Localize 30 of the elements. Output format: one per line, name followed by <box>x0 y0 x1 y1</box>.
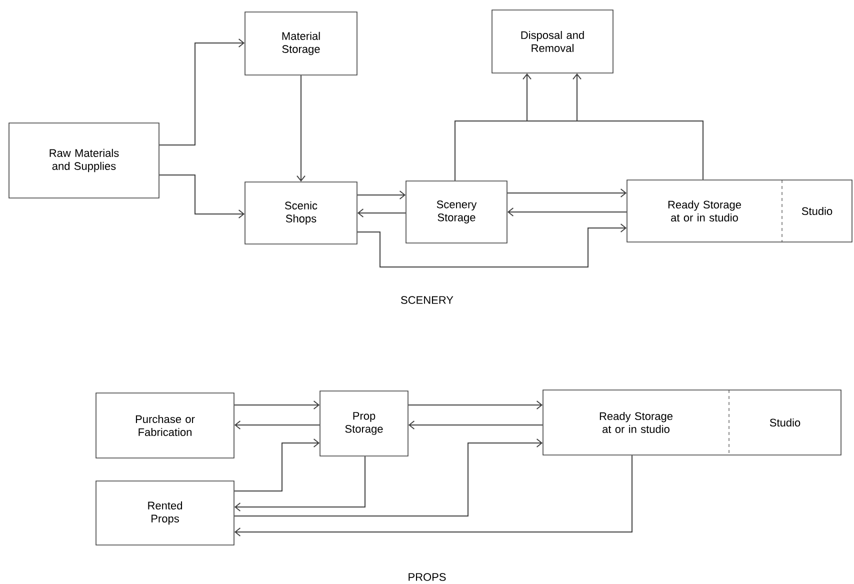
arrow <box>234 454 632 536</box>
arrow <box>506 188 627 198</box>
process-box: Disposal and Removal <box>492 10 614 74</box>
arrow <box>234 438 543 516</box>
process-box: Scenic Shops <box>244 182 358 244</box>
arrow <box>357 208 406 218</box>
arrow <box>158 174 245 218</box>
arrow <box>454 73 582 182</box>
process-box: Raw Materials and Supplies <box>8 122 160 198</box>
arrow <box>234 420 320 430</box>
arrow <box>234 456 366 512</box>
process-box: Material Storage <box>244 12 358 76</box>
arrow <box>158 38 245 146</box>
arrow <box>296 74 306 182</box>
arrow <box>356 224 627 268</box>
arrow <box>356 190 406 200</box>
section-label: SCENERY <box>401 296 454 304</box>
process-box: Ready Storage at or in studio Studio <box>626 180 852 242</box>
process-box: Prop Storage <box>320 390 408 456</box>
process-box: Ready Storage at or in studio Studio <box>542 390 842 456</box>
arrow <box>234 400 320 410</box>
section-label: PROPS <box>408 573 446 581</box>
arrow <box>408 420 544 430</box>
arrow <box>234 438 320 492</box>
process-box: Scenery Storage <box>406 180 508 244</box>
process-box: Rented Props <box>96 480 234 546</box>
process-box: Purchase or Fabrication <box>96 392 234 458</box>
arrow <box>408 400 543 410</box>
arrow <box>522 73 704 180</box>
arrow <box>507 208 628 216</box>
